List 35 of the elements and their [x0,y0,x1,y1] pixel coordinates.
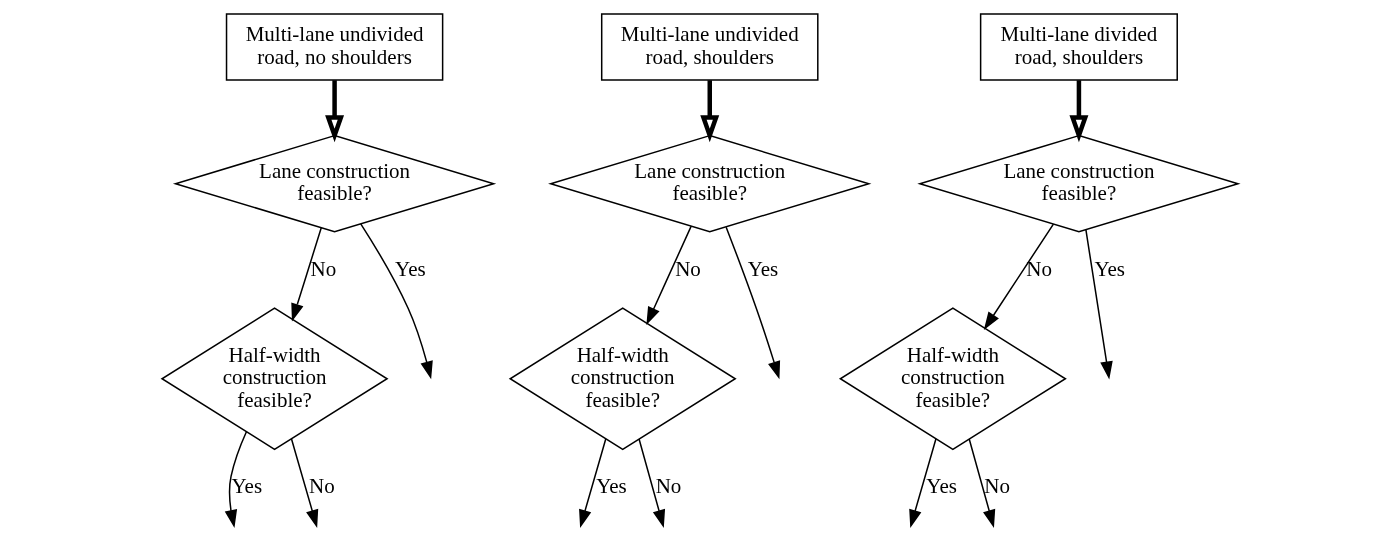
edge-label: No [308,474,335,499]
arrow [291,227,322,322]
arrow [1085,229,1113,380]
edge-label: No [310,256,337,281]
node-box: Multi-lane undivided road, shoulders [600,13,819,81]
arrow [290,438,319,528]
arrow [700,80,720,143]
edge-label: No [675,256,701,281]
node-diamond: Lane construction feasible? [172,134,497,233]
node-diamond: Half-width construction feasible? [838,307,1067,451]
arrow [646,225,692,326]
arrow [224,430,248,528]
arrow [638,438,666,528]
arrow [725,226,781,380]
edge-label: Yes [926,474,957,499]
arrow [1069,80,1089,143]
edge-label: No [1026,256,1052,281]
arrow [325,80,345,143]
node-diamond: Lane construction feasible? [548,134,872,233]
arrow [909,438,937,528]
arrow [579,438,607,528]
node-diamond: Lane construction feasible? [917,134,1241,233]
edge-label: No [655,474,682,499]
edge-label: Yes [1094,256,1125,281]
node-diamond: Half-width construction feasible? [160,307,389,451]
edge-label: Yes [395,256,426,281]
edge-label: Yes [596,474,627,499]
edge-label: Yes [747,256,779,281]
arrow [983,223,1055,331]
node-box: Multi-lane divided road, shoulders [979,13,1178,81]
arrow [968,438,996,528]
arrow [360,223,433,380]
edge-label: No [984,474,1010,499]
edge-label: Yes [231,474,263,499]
node-box: Multi-lane undivided road, no shoulders [225,13,444,81]
